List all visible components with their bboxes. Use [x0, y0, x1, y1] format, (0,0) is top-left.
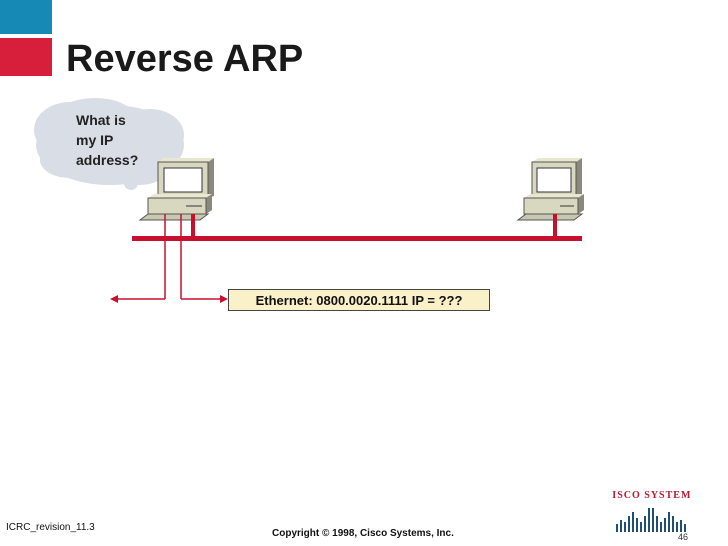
computer-icon: [516, 158, 584, 221]
right-drop-cable: [553, 214, 557, 238]
thought-bubble-text: What is my IP address?: [76, 110, 176, 170]
left-drop-cable: [191, 214, 195, 238]
page-number: 46: [678, 532, 689, 542]
broadcast-arrow: [110, 214, 166, 303]
rarp-frame-box: Ethernet: 0800.0020.1111 IP = ???: [228, 289, 490, 311]
decor-red-square: [0, 38, 52, 76]
svg-text:CISCO SYSTEMS: CISCO SYSTEMS: [612, 490, 690, 500]
cisco-bridge-logo-icon: [616, 508, 686, 532]
bubble-line: my IP: [76, 132, 114, 148]
footer-copyright: Copyright © 1998, Cisco Systems, Inc.: [272, 528, 454, 539]
footer-revision: ICRC_revision_11.3: [6, 522, 95, 533]
thought-bubble-icon: [34, 98, 184, 190]
bubble-line: address?: [76, 152, 139, 168]
logo-wordmark: CISCO SYSTEMS: [604, 488, 697, 503]
request-frame-path: [180, 214, 228, 303]
lan-bus: [132, 236, 582, 241]
page-title: Reverse ARP: [66, 38, 304, 80]
logo-text-art: CISCO SYSTEMS: [604, 490, 697, 501]
rarp-frame-label: Ethernet: 0800.0020.1111 IP = ???: [255, 292, 463, 308]
bubble-line: What is: [76, 112, 126, 128]
cisco-logo: CISCO SYSTEMS: [604, 488, 697, 532]
decor-blue-square: [0, 0, 52, 34]
